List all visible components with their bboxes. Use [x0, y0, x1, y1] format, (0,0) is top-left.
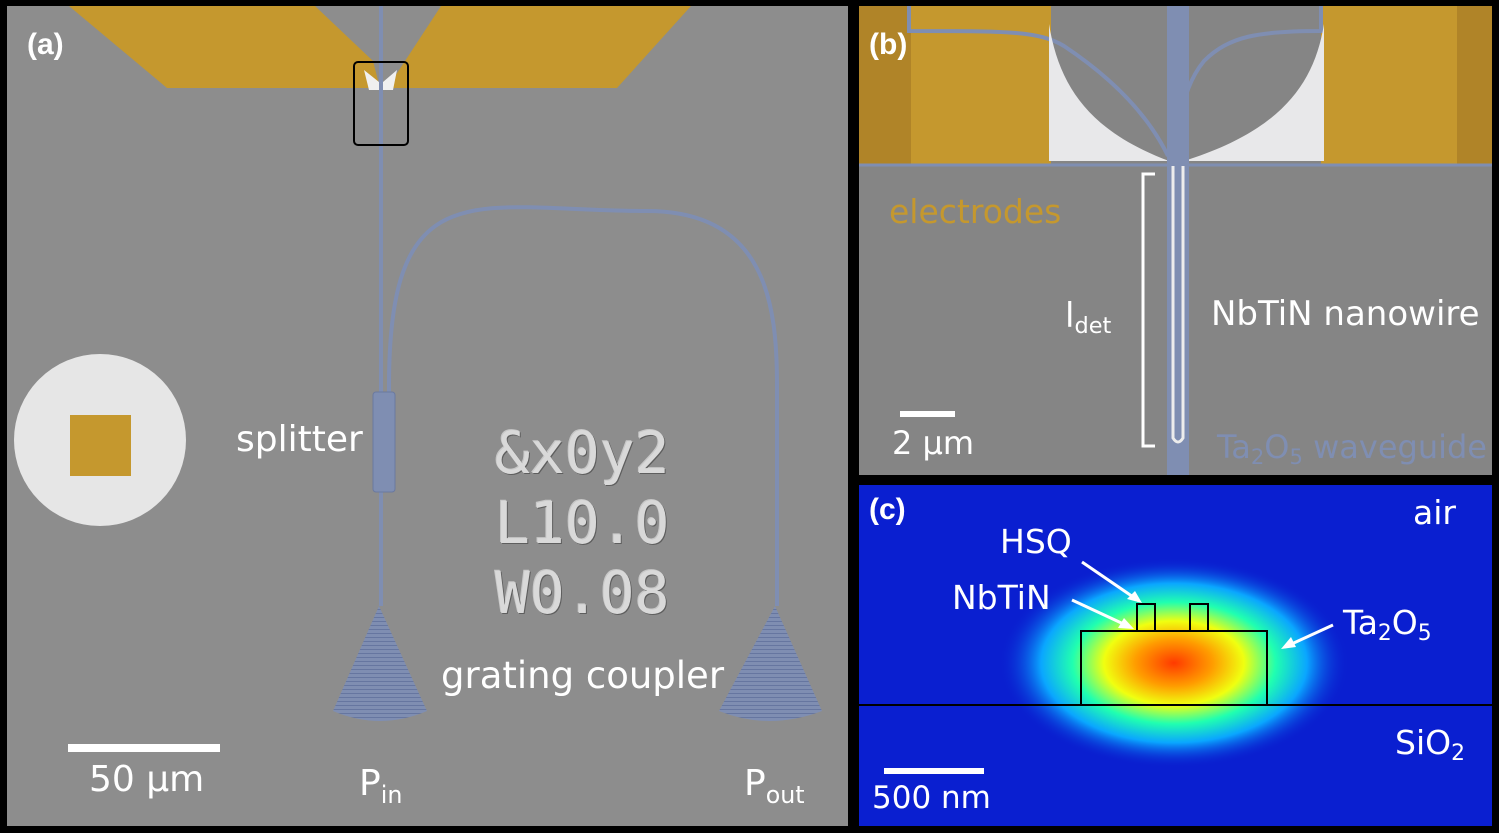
- waveguide-cross-section: [1080, 630, 1268, 706]
- grating-coupler-in: [333, 606, 427, 721]
- chip-line-2: L10.0: [495, 489, 670, 557]
- top-electrode-gap: [315, 6, 441, 96]
- scale-bar-c-label: 500 nm: [872, 780, 991, 816]
- hsq-label: HSQ: [1000, 522, 1072, 561]
- contact-right: [383, 70, 397, 90]
- nanowire-label: NbTiN nanowire: [1211, 294, 1480, 334]
- grating-coupler-label: grating coupler: [441, 654, 725, 697]
- scale-bar-a: [68, 744, 220, 752]
- panel-a-drawing: [14, 6, 822, 752]
- optical-mode: [999, 558, 1349, 768]
- chip-engraving: &x0y2 L10.0 W0.08: [495, 418, 670, 628]
- waveguide-label: Ta2O5 waveguide: [1217, 428, 1487, 469]
- hsq-block-left: [1136, 603, 1156, 632]
- splitter-label: splitter: [236, 419, 363, 460]
- ldet-bracket: [1141, 172, 1155, 448]
- panel-b-sem-image: (b) electrodes ldet NbTiN nanowire 2 µm …: [859, 6, 1492, 475]
- hsq-block-right: [1189, 603, 1209, 632]
- chip-line-1: &x0y2: [495, 419, 670, 487]
- splitter-block: [372, 391, 396, 493]
- loop-waveguide: [387, 205, 779, 606]
- contact-left: [364, 70, 379, 90]
- panel-a-sem-image: (a) splitter grating coupler &x0y2 L10.0…: [7, 6, 848, 826]
- ldet-label: ldet: [1065, 296, 1112, 339]
- electrodes-label: electrodes: [889, 192, 1062, 231]
- scale-bar-c: [884, 768, 984, 774]
- panel-a-label: (a): [27, 28, 64, 61]
- nbtin-arrow: [1071, 598, 1131, 629]
- scale-bar-b: [900, 411, 955, 417]
- alignment-pad: [70, 415, 131, 476]
- panel-c-drawing: [859, 558, 1492, 774]
- pout-label: Pout: [744, 763, 805, 809]
- panel-b-label: (b): [869, 28, 908, 61]
- panel-c-label: (c): [869, 493, 906, 526]
- panel-c-field-simulation: (c) air HSQ NbTiN Ta2O5 SiO2 500 nm: [859, 485, 1492, 826]
- nanowire-contact-left: [1049, 24, 1169, 161]
- chip-line-3: W0.08: [495, 559, 670, 627]
- panel-b-drawing: [859, 6, 1492, 475]
- grating-coupler-out: [719, 606, 822, 721]
- waveguide-b: [1167, 6, 1189, 475]
- nanowire-hairpin: [1171, 166, 1185, 444]
- scale-bar-b-label: 2 µm: [892, 424, 975, 462]
- pin-label: Pin: [359, 763, 403, 809]
- hsq-arrow: [1081, 560, 1140, 603]
- sio2-label: SiO2: [1395, 723, 1465, 766]
- air-label: air: [1413, 493, 1456, 532]
- nbtin-label: NbTiN: [952, 578, 1051, 617]
- nanowire-contact-right: [1184, 24, 1324, 161]
- detector-zoom-box: [353, 61, 409, 146]
- scale-bar-a-label: 50 µm: [89, 759, 205, 800]
- ta2o5-label: Ta2O5: [1343, 603, 1432, 646]
